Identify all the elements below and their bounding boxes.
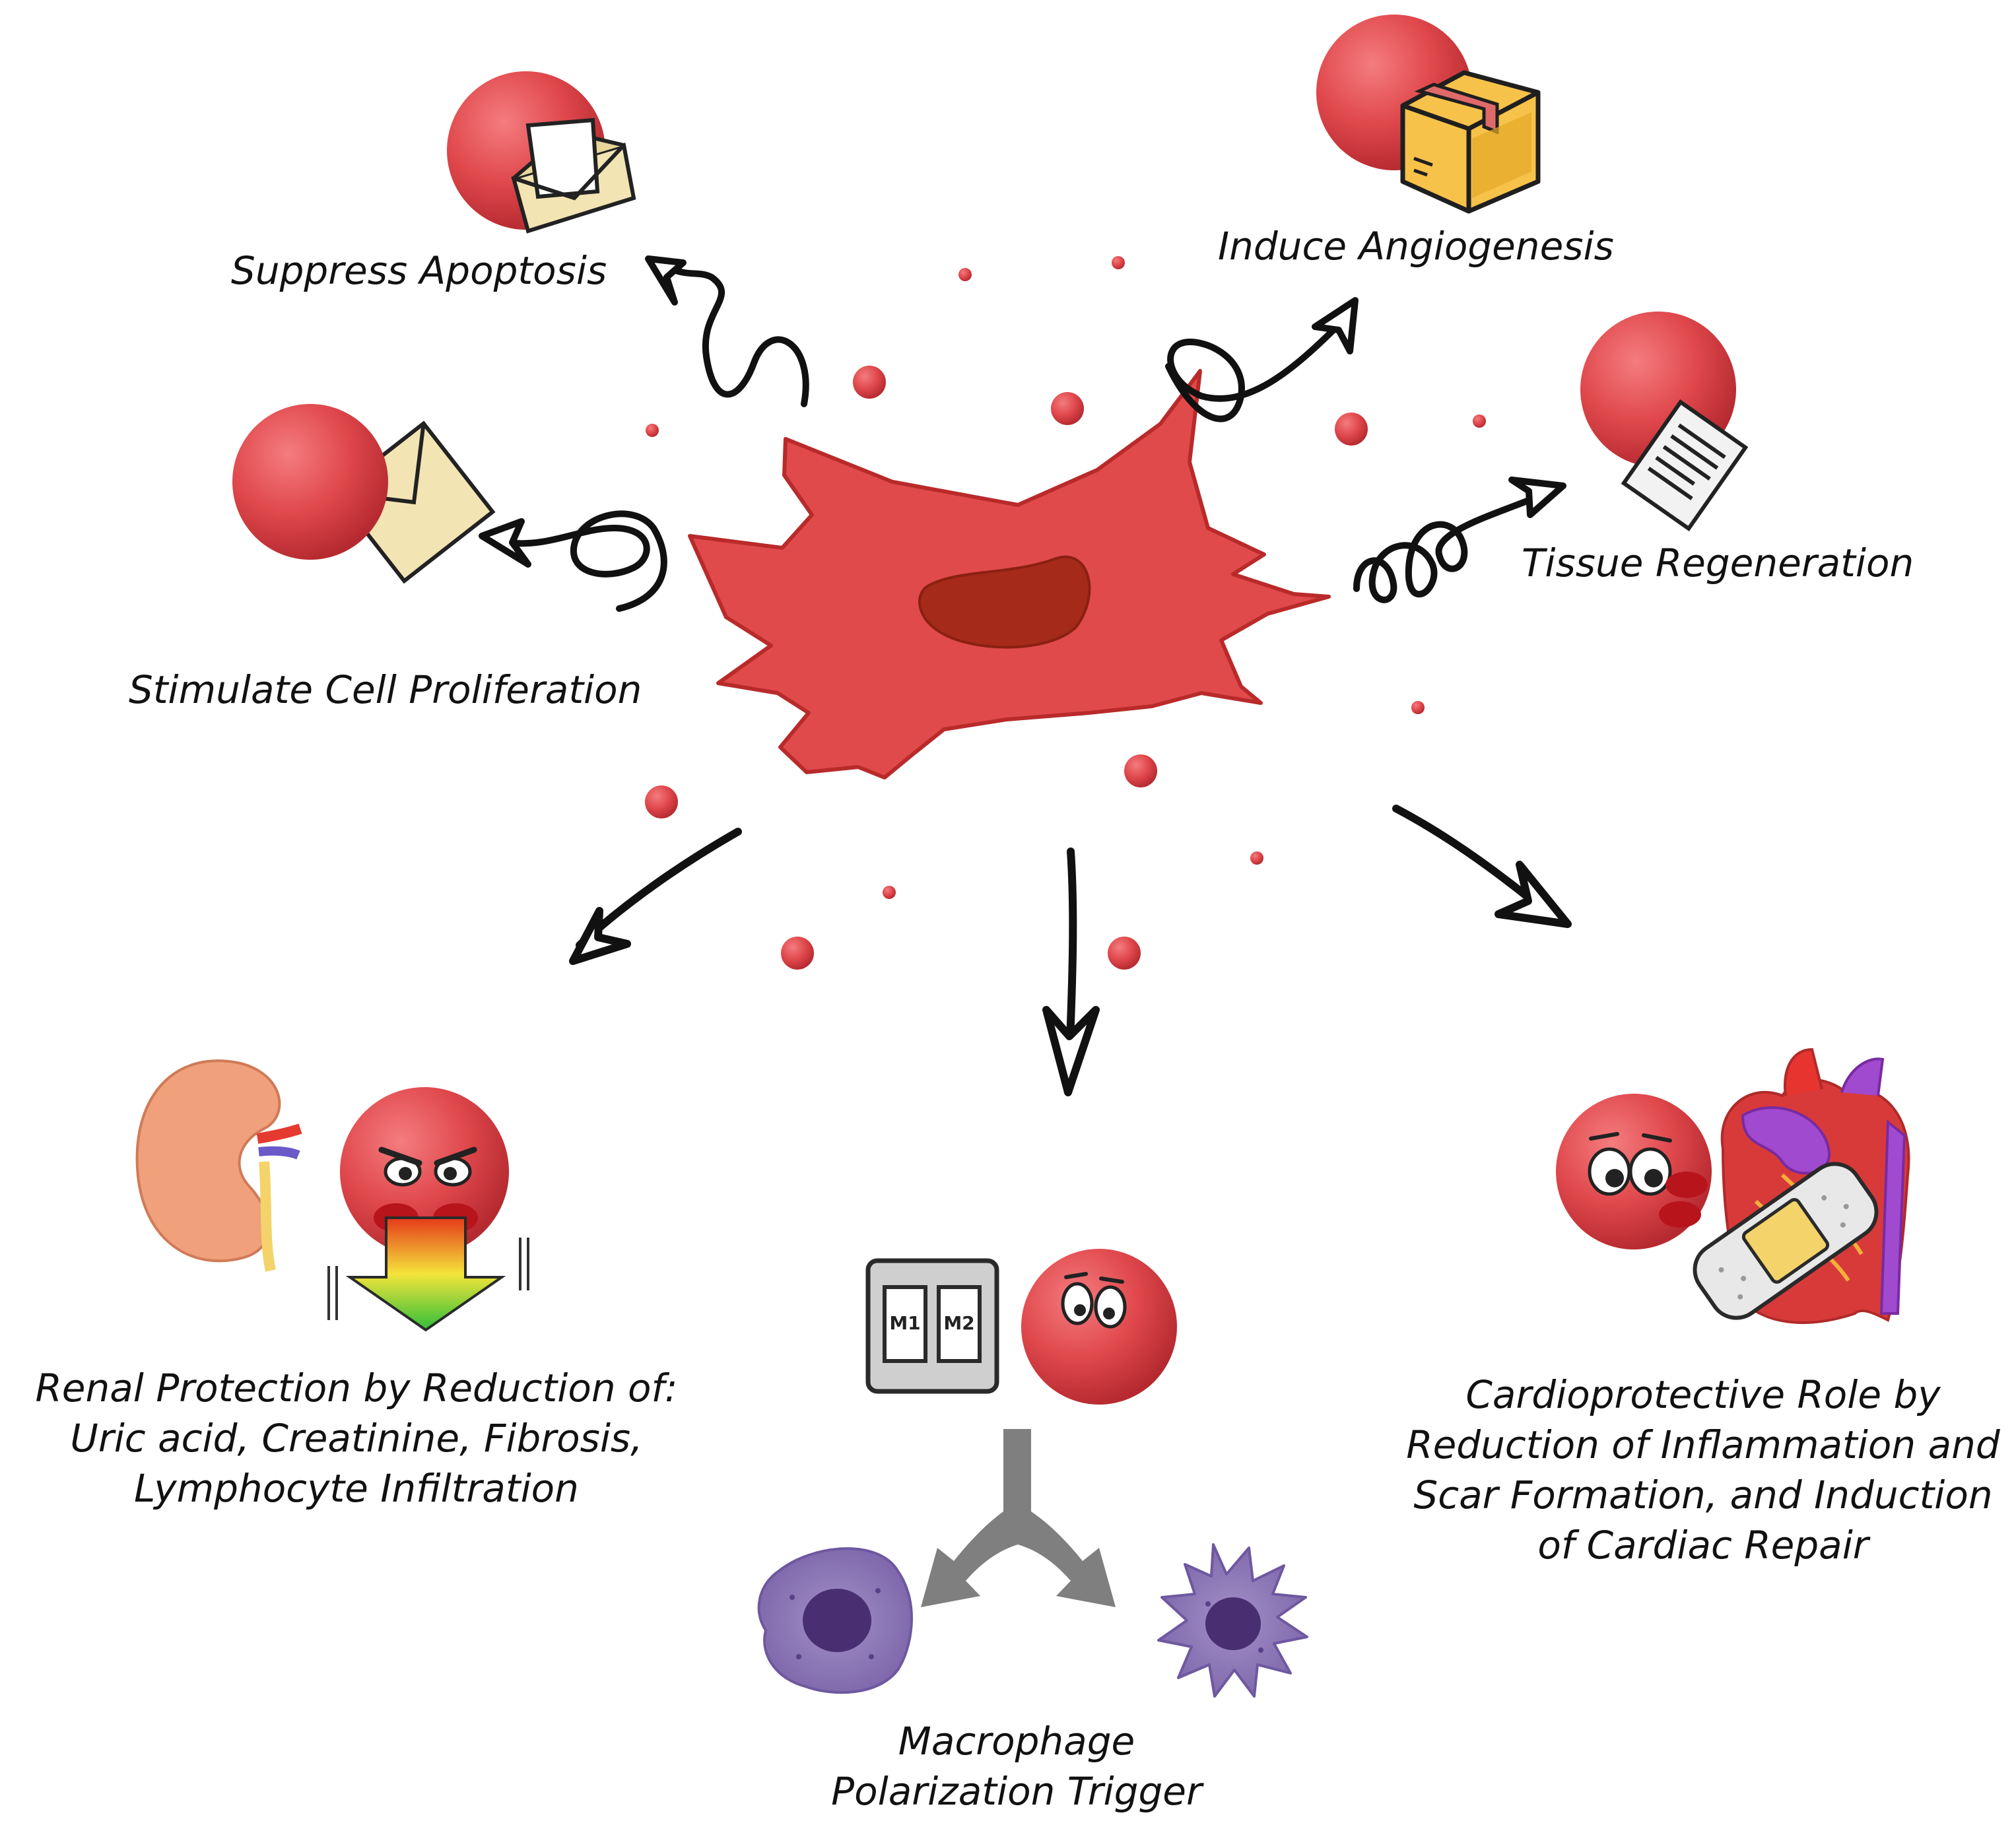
cardio-line-4: of Cardiac Repair [1537, 1523, 1869, 1568]
m1-label: M1 [889, 1312, 920, 1334]
envelope-icon [511, 117, 636, 234]
cardio-line-1: Cardioprotective Role by [1465, 1372, 1941, 1417]
document-icon [1621, 399, 1749, 532]
label-macrophage-polarization: Macrophage Polarization Trigger [746, 1716, 1287, 1816]
label-cardioprotective-role: Cardioprotective Role by Reduction of In… [1399, 1370, 2007, 1570]
curly-arrows [479, 255, 1566, 612]
renal-icon-group [135, 1059, 529, 1332]
cardio-icon-group [1556, 1047, 1910, 1324]
cardio-line-3: Scar Formation, and Induction [1413, 1473, 1993, 1517]
arrow-to-cardio [1392, 805, 1572, 928]
bandage-icon [1693, 1162, 1879, 1320]
cardio-line-2: Reduction of Inflammation and [1406, 1422, 2000, 1467]
renal-line-1: Renal Protection by Reduction of: [35, 1366, 678, 1411]
worried-face-icon [1556, 1094, 1712, 1249]
activated-macrophage-icon [1157, 1543, 1308, 1698]
kidney-icon [135, 1059, 302, 1272]
regeneration-icon-group [1580, 312, 1749, 532]
vesicles [645, 256, 1486, 970]
label-suppress-apoptosis: Suppress Apoptosis [231, 248, 607, 293]
apoptosis-icon-group [447, 71, 636, 234]
macrophage-icon-group: M1 M2 [757, 1249, 1308, 1698]
package-box-icon [1400, 70, 1541, 214]
confused-face-icon [1021, 1249, 1177, 1405]
split-arrow-icon [921, 1429, 1116, 1607]
arrow-to-regeneration [1353, 477, 1566, 603]
renal-line-3: Lymphocyte Infiltration [134, 1466, 579, 1511]
stem-cell-icon [688, 369, 1331, 780]
arrow-to-renal [569, 828, 742, 965]
arrow-to-proliferation [479, 510, 667, 612]
label-stimulate-cell-proliferation: Stimulate Cell Proliferation [129, 667, 642, 712]
macrophage-icon [757, 1547, 913, 1694]
m1-m2-panel: M1 M2 [865, 1258, 999, 1394]
label-tissue-regeneration: Tissue Regeneration [1522, 541, 1914, 585]
arrow-to-macrophage [1042, 847, 1100, 1096]
straight-arrows [569, 805, 1572, 1096]
label-renal-protection: Renal Protection by Reduction of: Uric a… [26, 1363, 687, 1513]
down-arrow-icon [327, 1216, 529, 1332]
arrow-to-angiogenesis [1165, 297, 1359, 422]
m2-label: M2 [943, 1312, 974, 1334]
macrophage-line-1: Macrophage [898, 1719, 1135, 1764]
renal-line-2: Uric acid, Creatinine, Fibrosis, [70, 1416, 643, 1461]
label-induce-angiogenesis: Induce Angiogenesis [1218, 224, 1614, 269]
macrophage-line-2: Polarization Trigger [831, 1769, 1202, 1814]
arrow-to-apoptosis [645, 255, 809, 407]
proliferation-icon-group [232, 404, 496, 584]
angiogenesis-icon-group [1316, 15, 1541, 214]
